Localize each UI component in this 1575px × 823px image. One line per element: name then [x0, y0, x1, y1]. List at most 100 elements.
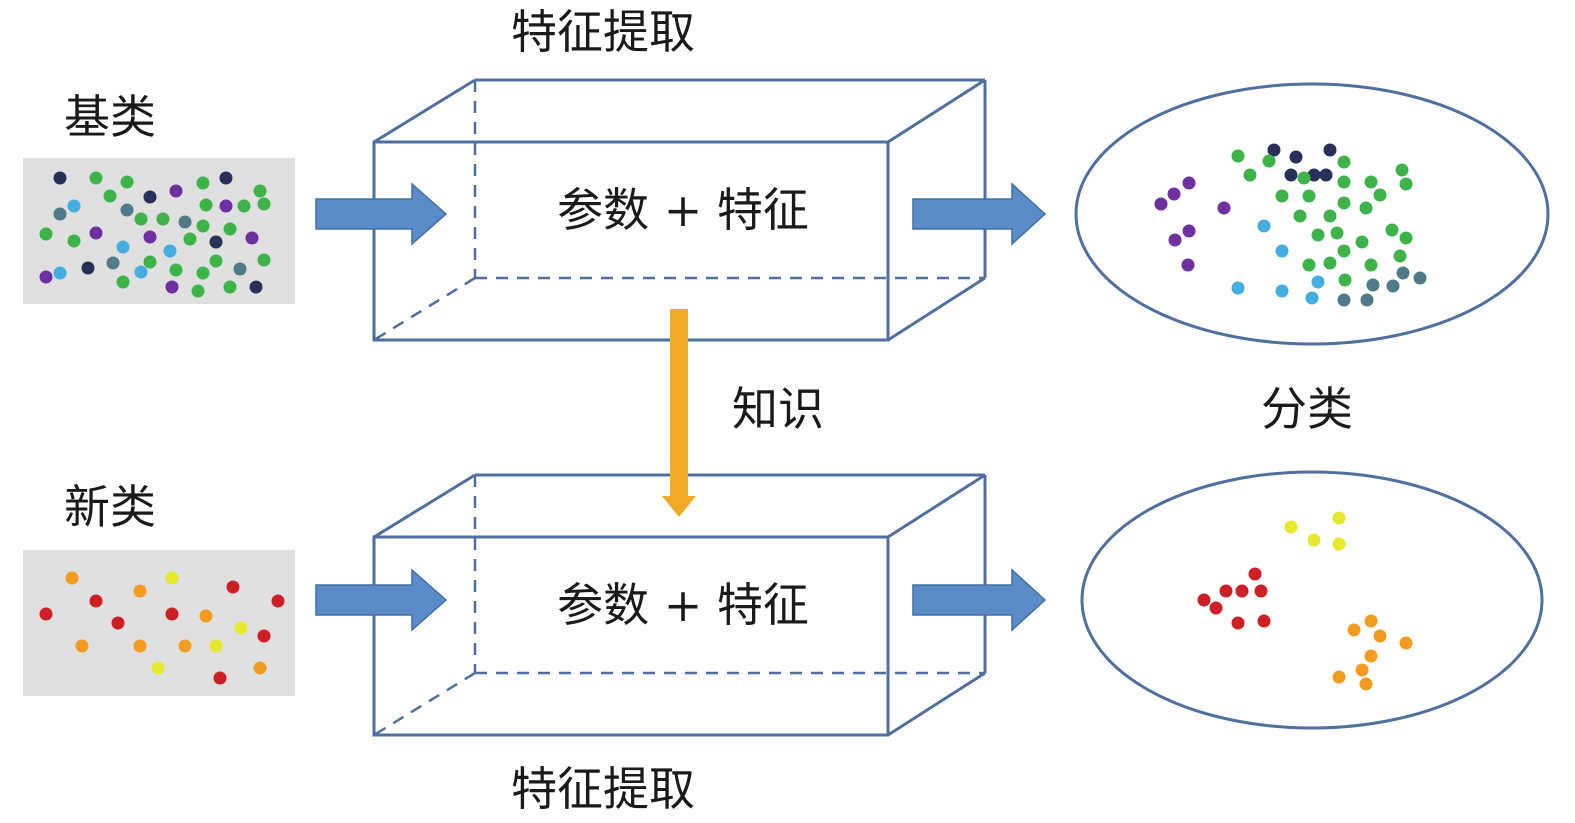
base-class-dot — [1323, 209, 1337, 223]
base-class-dot — [1393, 249, 1407, 263]
new-class-label: 新类 — [64, 480, 156, 534]
base-sample-dot — [191, 284, 205, 298]
base-class-dot — [1182, 176, 1196, 190]
base-sample-dot — [120, 175, 134, 189]
new-sample-dot — [39, 607, 53, 621]
top-output-arrow — [912, 182, 1047, 246]
base-sample-dot — [196, 176, 210, 190]
new-sample-dot — [271, 594, 285, 608]
base-class-dot — [1181, 258, 1195, 272]
new-class-dot — [1347, 623, 1361, 637]
base-class-dot — [1231, 149, 1245, 163]
knowledge-transfer-arrow — [662, 309, 696, 517]
new-sample-dot — [178, 639, 192, 653]
base-class-dot — [1413, 271, 1427, 285]
new-sample-dot — [213, 671, 227, 685]
new-classification-dots — [1197, 511, 1413, 691]
new-class-dot — [1355, 663, 1369, 677]
base-sample-dot — [209, 235, 223, 249]
new-sample-dot — [253, 661, 267, 675]
base-sample-dot — [223, 280, 237, 294]
bottom-output-arrow — [912, 568, 1047, 632]
base-sample-dot — [233, 262, 247, 276]
base-sample-dot — [209, 254, 223, 268]
new-class-dot — [1332, 511, 1346, 525]
new-class-dot — [1332, 537, 1346, 551]
base-sample-dot — [106, 256, 120, 270]
base-class-dot — [1182, 224, 1196, 238]
base-class-dot — [1167, 187, 1181, 201]
bottom-feature-extractor-box — [372, 473, 987, 737]
base-sample-dot — [81, 261, 95, 275]
base-class-dot — [1168, 233, 1182, 247]
base-sample-dot — [116, 275, 130, 289]
base-class-dot — [1302, 258, 1316, 272]
base-sample-dot — [53, 171, 67, 185]
base-sample-dot — [245, 231, 259, 245]
base-sample-dot — [39, 227, 53, 241]
base-class-dot — [1323, 143, 1337, 157]
base-class-dot — [1319, 168, 1333, 182]
base-sample-dot — [196, 219, 210, 233]
knowledge-label: 知识 — [732, 382, 824, 436]
new-class-dot — [1284, 520, 1298, 534]
new-class-dot — [1257, 614, 1271, 628]
new-sample-dot — [133, 639, 147, 653]
top-feature-extraction-title: 特征提取 — [511, 5, 695, 59]
base-class-dot — [1267, 143, 1281, 157]
base-sample-dot — [219, 199, 233, 213]
new-sample-dot — [75, 639, 89, 653]
base-sample-dot — [165, 280, 179, 294]
base-class-dot — [1262, 154, 1276, 168]
base-class-dot — [1243, 168, 1257, 182]
base-sample-dot — [249, 280, 263, 294]
base-class-dot — [1395, 163, 1409, 177]
base-sample-dot — [253, 184, 267, 198]
base-class-dot — [1373, 188, 1387, 202]
new-sample-dot — [111, 616, 125, 630]
base-class-dot — [1364, 258, 1378, 272]
base-sample-dot — [143, 190, 157, 204]
base-sample-dot — [169, 184, 183, 198]
base-classification-space — [1074, 82, 1550, 346]
base-class-dot — [1284, 168, 1298, 182]
base-class-dot — [1297, 171, 1311, 185]
new-class-dot — [1399, 636, 1413, 650]
base-sample-dot — [103, 189, 117, 203]
base-sample-dot — [116, 240, 130, 254]
base-sample-dot — [120, 203, 134, 217]
base-class-dot — [1323, 256, 1337, 270]
new-class-dot — [1197, 593, 1211, 607]
base-class-dot — [1355, 235, 1369, 249]
base-sample-dot — [169, 263, 183, 277]
base-class-label: 基类 — [64, 90, 156, 144]
base-sample-dot — [163, 244, 177, 258]
base-class-dot — [1289, 150, 1303, 164]
base-class-dot — [1337, 175, 1351, 189]
base-class-dot — [1386, 279, 1400, 293]
new-class-dot — [1364, 649, 1378, 663]
base-class-dot — [1364, 175, 1378, 189]
base-sample-dot — [134, 265, 148, 279]
new-class-dot — [1307, 533, 1321, 547]
base-sample-dot — [223, 222, 237, 236]
base-sample-dot — [89, 226, 103, 240]
base-class-dot — [1275, 284, 1289, 298]
new-class-dot — [1219, 584, 1233, 598]
new-sample-dot — [209, 639, 223, 653]
new-sample-dot — [65, 571, 79, 585]
base-sample-dot — [257, 197, 271, 211]
base-sample-dot — [53, 266, 67, 280]
base-input-arrow — [315, 182, 448, 246]
base-sample-dot — [219, 171, 233, 185]
new-class-dot — [1209, 601, 1223, 615]
base-sample-dot — [89, 171, 103, 185]
new-class-dots — [39, 571, 285, 685]
base-class-dot — [1302, 189, 1316, 203]
base-class-dot — [1154, 197, 1168, 211]
new-sample-dot — [199, 609, 213, 623]
new-classification-space — [1080, 470, 1544, 730]
new-sample-dot — [133, 584, 147, 598]
top-box-params-features: 参数 + 特征 — [557, 183, 809, 237]
